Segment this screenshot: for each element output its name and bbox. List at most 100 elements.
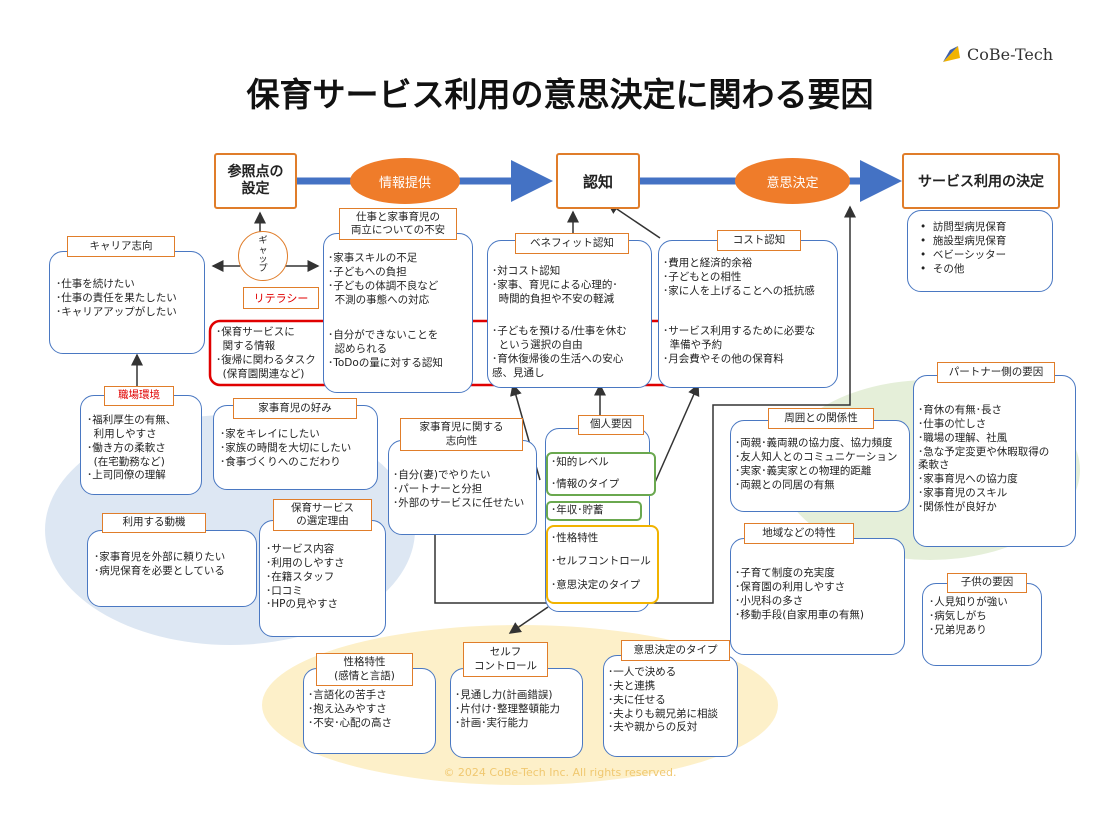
list-item: ･月会費やその他の保育料 [663,352,784,365]
motivation-box: ･家事育児を外部に頼りたい ･病児保育を必要としている [87,530,257,607]
service-types-list: • 訪問型病児保育 • 施設型病児保育 • ベビーシッター • その他 [920,221,1006,276]
personal-label: 個人要因 [578,415,644,435]
list-item: ･家事スキルの不足 [328,252,418,264]
list-item: ･小児科の多さ [735,594,804,607]
knowledge-group [546,452,656,496]
list-item: ･移動手段(自家用車の有無) [735,608,864,621]
list-item: ･両親との同居の有無 [735,478,835,491]
list-item: ･実家･義実家との物理的距離 [735,464,872,477]
list-item: ･家に人を上げることへの抵抗感 [663,284,815,297]
list-item: ･友人知人とのコミュニケーション [735,450,898,463]
list-item: ･一人で決める [608,666,677,678]
list-item: ･子どもを預ける/仕事を休む という選択の自由 [492,325,627,351]
literacy-label: リテラシー [243,287,319,309]
orientation-label: 家事育児に関する 志向性 [400,418,523,451]
personality-traits-label: 性格特性 (感情と言語) [316,653,413,686]
partner-list: ･育休の有無･長さ ･仕事の忙しさ ･職場の理解、社風 ･急な予定変更や休暇取得… [918,404,1049,515]
list-item: ･家族の時間を大切にしたい [220,441,352,454]
list-item: ･保育サービスに 関する情報 [216,326,295,352]
housework-pref-list: ･家をキレイにしたい ･家族の時間を大切にしたい ･食事づくりへのこだわり [220,428,351,470]
list-item: ･家事育児への協力度 [918,473,1018,486]
benefit-box: ･対コスト認知 ･家事、育児による心理的･ 時間的負担や不安の軽減 ･子どもを預… [487,240,652,388]
list-item: ･食事づくりへのこだわり [220,455,341,468]
benefit-list-top: ･対コスト認知 ･家事、育児による心理的･ 時間的負担や不安の軽減 [492,265,618,307]
list-item: ･計画･実行能力 [455,716,529,729]
list-item: • 施設型病児保育 [920,234,1007,247]
list-item: ･夫と連携 [608,679,656,692]
selection-reason-box: ･サービス内容 ･利用のしやすさ ･在籍スタッフ ･口コミ ･HPの見やすさ [259,520,386,637]
list-item: ･働き方の柔軟さ (在宅勤務など) [87,441,166,468]
list-item: ･育休の有無･長さ [918,404,1002,416]
self-control-box: ･見通し力(計画錯誤) ･片付け･整理整頓能力 ･計画･実行能力 [450,668,583,758]
literacy-list: ･保育サービスに 関する情報 ･復帰に関わるタスク (保育園関連など) [216,326,316,381]
recognition-box: 認知 [556,153,640,209]
cost-box: ･費用と経済的余裕 ･子どもとの相性 ･家に人を上げることへの抵抗感 ･サービス… [658,240,838,388]
housework-pref-box: ･家をキレイにしたい ･家族の時間を大切にしたい ･食事づくりへのこだわり [213,405,378,490]
list-item: ･子どもの体調不良など 不測の事態への対応 [328,279,439,306]
copyright-footer: © 2024 CoBe-Tech Inc. All rights reserve… [443,766,677,779]
list-item: ･仕事の責任を果たしたい [56,291,177,304]
list-item: ･仕事の忙しさ [918,417,987,430]
decision-type-item: ･意思決定のタイプ [551,579,641,591]
list-item: ･家事、育児による心理的･ 時間的負担や不安の軽減 [492,278,618,305]
decision-type-label: 意思決定のタイプ [621,640,730,661]
list-item: ･対コスト認知 [492,265,561,277]
region-list: ･子育て制度の充実度 ･保育園の利用しやすさ ･小児科の多さ ･移動手段(自家用… [735,567,864,622]
list-item: ･ToDoの量に対する認知 [328,356,443,369]
list-item: • 訪問型病児保育 [920,221,1007,233]
surroundings-list: ･両親･義両親の協力度、協力頻度 ･友人知人とのコミュニケーション ･実家･義実… [735,437,897,492]
region-label: 地域などの特性 [744,523,854,544]
list-item: ･抱え込みやすさ [308,702,387,715]
list-item: ･子育て制度の充実度 [735,567,835,579]
logo-text: CoBe-Tech [967,44,1054,64]
personality-traits-list: ･言語化の苦手さ ･抱え込みやすさ ･不安･心配の高さ [308,689,392,731]
list-item: ･言語化の苦手さ [308,689,387,701]
partner-label: パートナー側の要因 [937,362,1055,383]
list-item: ･関係性が良好か [918,501,997,514]
list-item: ･上司同僚の理解 [87,469,166,482]
cost-list-top: ･費用と経済的余裕 ･子どもとの相性 ･家に人を上げることへの抵抗感 [663,257,815,299]
knowledge-item: ･知的レベル [551,456,609,468]
list-item: ･片付け･整理整頓能力 [455,702,560,715]
logo: CoBe-Tech [940,44,1053,64]
service-types-box: • 訪問型病児保育 • 施設型病児保育 • ベビーシッター • その他 [907,210,1053,292]
list-item: ･キャリアアップがしたい [56,305,177,318]
cost-label: コスト認知 [717,230,801,251]
list-item: ･サービス内容 [266,543,335,555]
motivation-label: 利用する動機 [102,513,206,533]
list-item: ･人見知りが強い [929,596,1008,608]
gap-label: ギ ャ ッ プ [258,236,268,275]
list-item: ･仕事を続けたい [56,278,135,290]
list-item: ･保育園の利用しやすさ [735,580,846,593]
list-item: ･パートナーと分担 [393,482,483,495]
decision-type-box: ･一人で決める ･夫と連携 ･夫に任せる ･夫よりも親兄弟に相談 ･夫や親からの… [603,655,738,757]
anxiety-list-bottom: ･自分ができないことを 認められる ･ToDoの量に対する認知 [328,329,443,371]
gap-circle: ギ ャ ッ プ [238,231,288,281]
decision-making-oval: 意思決定 [735,158,850,204]
income-item: ･年収･貯蓄 [551,504,604,516]
cost-list-bottom: ･サービス利用するために必要な 準備や予約 ･月会費やその他の保育料 [663,325,815,367]
list-item: ･費用と経済的余裕 [663,257,753,269]
list-item: ･口コミ [266,584,303,597]
child-list: ･人見知りが強い ･病気しがち ･兄弟児あり [929,596,1008,638]
selection-reason-list: ･サービス内容 ･利用のしやすさ ･在籍スタッフ ･口コミ ･HPの見やすさ [266,543,345,612]
region-box: ･子育て制度の充実度 ･保育園の利用しやすさ ･小児科の多さ ･移動手段(自家用… [730,538,905,655]
list-item: ･夫に任せる [608,693,666,706]
list-item: ･福利厚生の有無、 利用しやすさ [87,414,177,440]
info-type-item: ･情報のタイプ [551,478,620,490]
leaf-icon [943,46,960,62]
partner-box: ･育休の有無･長さ ･仕事の忙しさ ･職場の理解、社風 ･急な予定変更や休暇取得… [913,375,1076,547]
child-label: 子供の要因 [947,573,1027,593]
reference-point-box: 参照点の 設定 [214,153,297,209]
anxiety-label: 仕事と家事育児の 両立についての不安 [339,208,457,240]
decision-type-list: ･一人で決める ･夫と連携 ･夫に任せる ･夫よりも親兄弟に相談 ･夫や親からの… [608,666,718,735]
page-title: 保育サービス利用の意思決定に関わる要因 [246,75,874,114]
selection-reason-label: 保育サービス の選定理由 [273,499,372,531]
list-item: ･子どもとの相性 [663,270,742,283]
list-item: ･利用のしやすさ [266,556,345,569]
career-list: ･仕事を続けたい ･仕事の責任を果たしたい ･キャリアアップがしたい [56,278,177,320]
self-control-item: ･セルフコントロール [551,555,651,567]
surroundings-box: ･両親･義両親の協力度、協力頻度 ･友人知人とのコミュニケーション ･実家･義実… [730,420,910,512]
benefit-label: ベネフィット認知 [515,233,629,254]
self-control-list: ･見通し力(計画錯誤) ･片付け･整理整頓能力 ･計画･実行能力 [455,689,560,731]
